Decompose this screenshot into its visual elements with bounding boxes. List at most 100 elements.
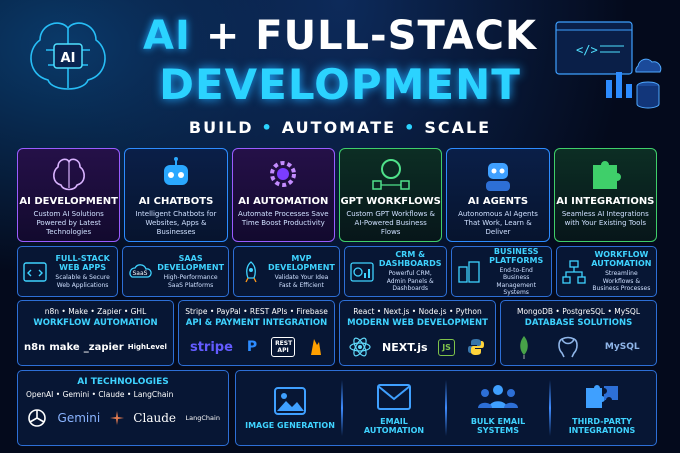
firebase-flame-icon [311, 339, 321, 355]
postgresql-elephant-icon [558, 336, 578, 358]
feature-title: MVP DEVELOPMENT [268, 254, 335, 272]
make-logo: make [49, 341, 80, 353]
mongodb-leaf-icon [520, 336, 529, 359]
feature-card-fullstack-web-apps[interactable]: FULL-STACK WEB APPS Scalable & Secure Web… [17, 246, 119, 297]
service-title: AI CHATBOTS [138, 196, 214, 207]
service-card-ai-integrations[interactable]: AI INTEGRATIONS Seamless AI Integrations… [553, 148, 657, 242]
service-desc: Custom GPT Workflows & AI-Powered Busine… [346, 210, 435, 236]
service-card-ai-automation[interactable]: AI AUTOMATION Automate Processes Save Ti… [231, 148, 335, 242]
service-card-ai-development[interactable]: AI DEVELOPMENT Custom AI Solutions Power… [17, 148, 121, 242]
robot-icon [163, 157, 188, 185]
ai-technologies-card[interactable]: AI TECHNOLOGIES OpenAI • Gemini • Claude… [17, 370, 229, 446]
claude-star-icon [109, 411, 124, 425]
paypal-logo: P [246, 339, 258, 355]
headline-development: DEVELOPMENT [159, 60, 521, 109]
puzzle-icon [593, 161, 622, 189]
feature-desc: End-to-End Business Management Systems [496, 266, 536, 297]
ai-tech-heading: AI TECHNOLOGIES [77, 377, 169, 387]
image-icon [274, 387, 306, 416]
tech-card-api-payment[interactable]: Stripe • PayPal • REST APIs • Firebase A… [178, 300, 335, 366]
service-title: AI AUTOMATION [238, 196, 329, 207]
headline-ai: AI [143, 13, 191, 59]
divider [549, 380, 551, 436]
saas-cloud-icon: SaaS [129, 263, 152, 278]
brain-icon [52, 158, 85, 191]
bottom-title: THIRD-PARTY INTEGRATIONS [568, 416, 636, 436]
tech-card-modern-web[interactable]: React • Next.js • Node.js • Python MODER… [339, 300, 496, 366]
service-card-ai-agents[interactable]: AI AGENTS Autonomous AI Agents That Work… [446, 148, 550, 242]
mysql-logo: MySQL [604, 342, 640, 352]
feature-title: CRM & DASHBOARDS [378, 250, 442, 269]
feature-title: WORKFLOW AUTOMATION [591, 250, 652, 269]
feature-title: FULL-STACK WEB APPS [55, 254, 110, 272]
tech-heading: MODERN WEB DEVELOPMENT [347, 318, 488, 328]
service-desc: Seamless AI Integrations with Your Exist… [561, 210, 649, 227]
ai-tech-list: OpenAI • Gemini • Claude • LangChain [26, 390, 174, 399]
tag-scale: SCALE [424, 118, 492, 137]
langchain-logo: LangChain [185, 414, 220, 422]
tech-list: MongoDB • PostgreSQL • MySQL [516, 307, 641, 316]
python-icon [467, 339, 484, 355]
bottom-title: EMAIL AUTOMATION [363, 416, 425, 436]
react-atom-icon [349, 337, 371, 357]
service-title: AI DEVELOPMENT [19, 196, 118, 207]
headline-plus: + [205, 13, 241, 59]
openai-workflow-icon [371, 159, 410, 190]
tech-row: n8n • Make • Zapier • GHL WORKFLOW AUTOM… [17, 300, 657, 366]
tech-card-workflow-automation[interactable]: n8n • Make • Zapier • GHL WORKFLOW AUTOM… [17, 300, 174, 366]
bottom-title: BULK EMAIL SYSTEMS [470, 416, 526, 436]
tech-heading: WORKFLOW AUTOMATION [33, 318, 158, 328]
tag-build: BUILD [188, 118, 254, 137]
service-desc: Automate Processes Save Time Boost Produ… [238, 210, 329, 227]
divider [341, 380, 343, 436]
service-title: GPT WORKFLOWS [340, 196, 441, 207]
bottom-title: IMAGE GENERATION [245, 421, 335, 431]
gemini-logo: Gemini [57, 411, 101, 425]
features-row: FULL-STACK WEB APPS Scalable & Secure Web… [17, 246, 657, 297]
headline-fullstack: FULL-STACK [255, 13, 537, 59]
zapier-logo: _zapier [83, 341, 124, 353]
dashboard-chart-icon [350, 261, 374, 282]
claude-logo: Claude [133, 411, 176, 425]
bottom-item-email-automation[interactable]: EMAIL AUTOMATION [349, 381, 439, 436]
code-window-cloud-database-icon: </> [555, 21, 662, 109]
tag-automate: AUTOMATE [281, 118, 397, 137]
feature-desc: Scalable & Secure Web Applications [55, 274, 110, 289]
service-title: AI AGENTS [467, 196, 529, 207]
nodejs-logo: JS [438, 338, 455, 356]
highlevel-logo: HighLevel [127, 343, 167, 351]
bottom-row: AI TECHNOLOGIES OpenAI • Gemini • Claude… [17, 370, 657, 446]
feature-card-mvp-development[interactable]: MVP DEVELOPMENT Validate Your Idea Fast &… [233, 246, 340, 297]
bottom-item-bulk-email[interactable]: BULK EMAIL SYSTEMS [453, 381, 543, 436]
rocket-icon [245, 260, 257, 282]
bottom-item-image-generation[interactable]: IMAGE GENERATION [245, 385, 335, 431]
tech-list: Stripe • PayPal • REST APIs • Firebase [185, 307, 328, 316]
ai-brain-icon: AI [30, 22, 106, 90]
buildings-icon [457, 260, 480, 283]
extra-services-card: IMAGE GENERATION EMAIL AUTOMATION BULK E… [235, 370, 657, 446]
openai-logo-icon [28, 409, 46, 427]
envelope-icon [377, 383, 411, 410]
stripe-logo: stripe [189, 339, 233, 355]
rest-api-logo: REST API [271, 337, 296, 357]
service-card-ai-chatbots[interactable]: AI CHATBOTS Intelligent Chatbots for Web… [124, 148, 228, 242]
service-desc: Intelligent Chatbots for Websites, Apps … [135, 210, 217, 236]
nextjs-logo: NEXT.js [382, 340, 428, 354]
service-card-gpt-workflows[interactable]: GPT WORKFLOWS Custom GPT Workflows & AI-… [338, 148, 443, 242]
bottom-item-third-party[interactable]: THIRD-PARTY INTEGRATIONS [557, 381, 647, 436]
tech-list: React • Next.js • Node.js • Python [353, 307, 482, 316]
feature-title: BUSINESS PLATFORMS [489, 246, 544, 265]
service-desc: Custom AI Solutions Powered by Latest Te… [33, 210, 104, 236]
feature-desc: Validate Your Idea Fast & Efficient [274, 274, 329, 289]
feature-desc: Streamline Workflows & Business Processe… [592, 270, 651, 293]
tech-card-database[interactable]: MongoDB • PostgreSQL • MySQL DATABASE SO… [500, 300, 657, 366]
headline-line1: AI + FULL-STACK [0, 14, 680, 58]
puzzle-pieces-icon [586, 384, 618, 408]
users-group-icon [478, 384, 518, 408]
divider [445, 380, 447, 436]
code-window-icon [23, 261, 47, 282]
